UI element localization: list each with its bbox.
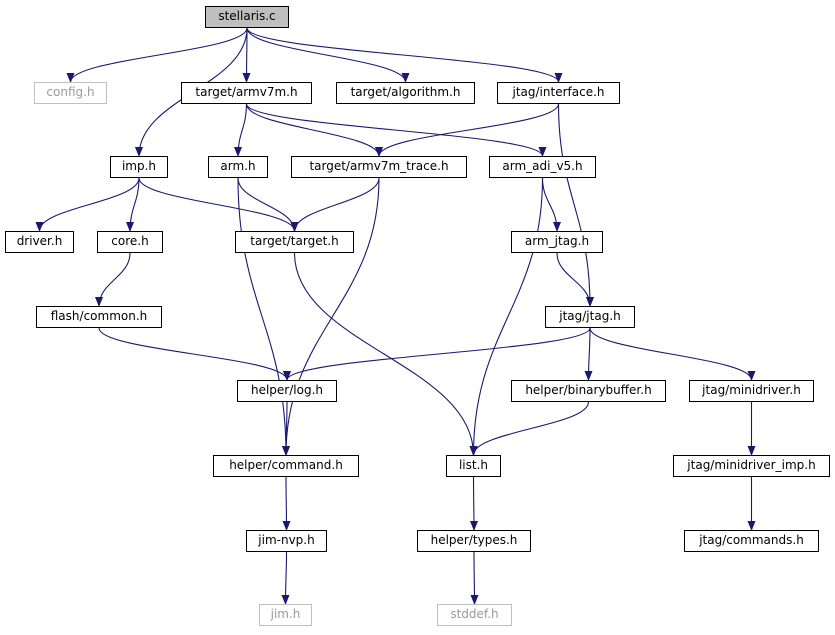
edge-types_h-to-stddef_h — [470, 551, 479, 605]
node-helper-command-h[interactable]: helper/command.h — [213, 455, 359, 477]
edge-list_h-to-types_h — [469, 476, 478, 531]
edge-interface_h-to-jtag_h — [557, 103, 594, 307]
edge-command_h-to-jimnvp_h — [282, 476, 291, 531]
edge-stellaris_c-to-config_h — [66, 27, 248, 83]
node-jtag-jtag-h[interactable]: jtag/jtag.h — [545, 306, 635, 328]
node-jtag-commands-h[interactable]: jtag/commands.h — [684, 530, 819, 552]
node-target-armv7m-trace-h[interactable]: target/armv7m_trace.h — [291, 156, 467, 178]
node-jim-h: jim.h — [259, 604, 312, 626]
edge-arm_jtag_h-to-jtag_h — [556, 252, 594, 307]
edge-imp_h-to-target_h — [138, 177, 299, 232]
node-config-h: config.h — [34, 82, 107, 104]
edge-arm_h-to-command_h — [237, 177, 290, 456]
node-driver-h[interactable]: driver.h — [5, 231, 74, 253]
edge-imp_h-to-core_h — [126, 177, 140, 232]
edge-jtag_h-to-binbuf_h — [584, 327, 593, 381]
edge-adi_h-to-list_h — [469, 177, 544, 456]
edge-trace_h-to-target_h — [290, 177, 380, 232]
edge-armv7m_h-to-arm_h — [234, 103, 248, 157]
node-arm-adi-v5-h[interactable]: arm_adi_v5.h — [489, 156, 596, 178]
edge-binbuf_h-to-list_h — [469, 401, 590, 456]
node-helper-types-h[interactable]: helper/types.h — [417, 530, 531, 552]
edge-core_h-to-common_h — [95, 252, 131, 307]
node-helper-binarybuffer-h[interactable]: helper/binarybuffer.h — [511, 380, 666, 402]
edge-log_h-to-command_h — [282, 401, 291, 456]
node-target-target-h[interactable]: target/target.h — [235, 231, 354, 253]
node-list-h[interactable]: list.h — [446, 455, 501, 477]
node-jtag-interface-h[interactable]: jtag/interface.h — [497, 82, 620, 104]
edge-target_h-to-list_h — [293, 252, 478, 456]
node-jtag-minidriver-h[interactable]: jtag/minidriver.h — [689, 380, 814, 402]
edge-adi_h-to-arm_jtag_h — [541, 177, 561, 232]
edge-arm_h-to-target_h — [237, 177, 299, 232]
edge-armv7m_h-to-adi_h — [245, 103, 547, 157]
node-arm-h[interactable]: arm.h — [208, 156, 268, 178]
node-jtag-minidriver-imp-h[interactable]: jtag/minidriver_imp.h — [673, 455, 830, 477]
node-target-algorithm-h[interactable]: target/algorithm.h — [336, 82, 475, 104]
node-imp-h[interactable]: imp.h — [110, 156, 168, 178]
node-helper-log-h[interactable]: helper/log.h — [237, 380, 337, 402]
edge-jimnvp_h-to-jim_h — [281, 551, 290, 605]
edge-jtag_h-to-minidriver_h — [589, 327, 756, 381]
node-stellaris-c: stellaris.c — [205, 6, 289, 28]
edge-armv7m_h-to-trace_h — [245, 103, 383, 157]
node-flash-common-h[interactable]: flash/common.h — [36, 306, 162, 328]
edge-stellaris_c-to-interface_h — [246, 27, 563, 83]
node-core-h[interactable]: core.h — [97, 231, 163, 253]
node-stddef-h: stddef.h — [437, 604, 512, 626]
edge-stellaris_c-to-algorithm_h — [246, 27, 410, 83]
edge-jtag_h-to-log_h — [283, 327, 591, 381]
edge-trace_h-to-command_h — [282, 177, 380, 456]
node-target-armv7m-h[interactable]: target/armv7m.h — [181, 82, 312, 104]
edge-interface_h-to-trace_h — [375, 103, 560, 157]
edge-imp_h-to-driver_h — [35, 177, 140, 232]
node-arm-jtag-h[interactable]: arm_jtag.h — [511, 231, 603, 253]
edge-common_h-to-log_h — [98, 327, 291, 381]
node-jim-nvp-h[interactable]: jim-nvp.h — [246, 530, 327, 552]
